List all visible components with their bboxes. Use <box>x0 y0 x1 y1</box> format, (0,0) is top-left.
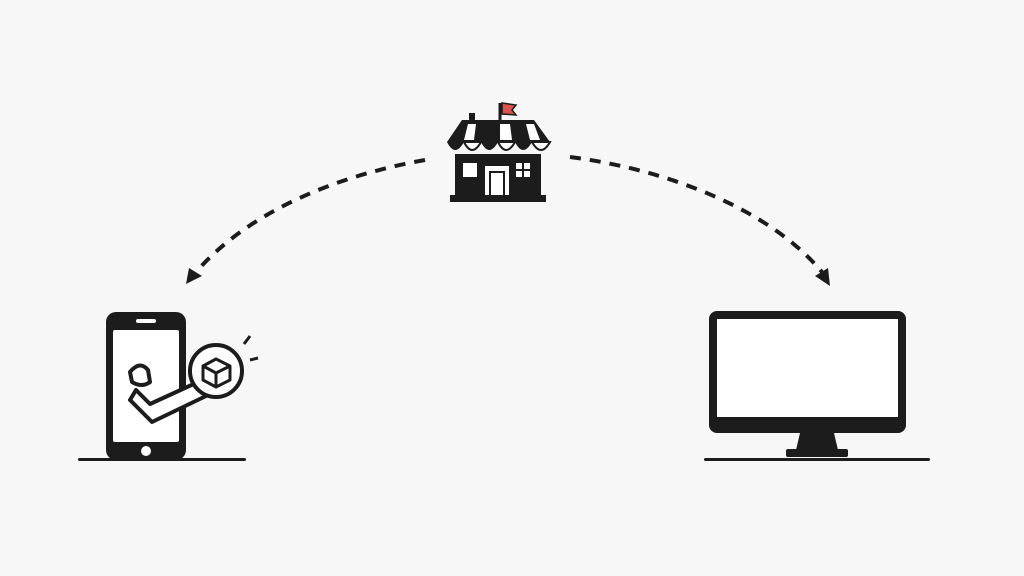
arrowhead-left-icon <box>186 268 202 284</box>
arrowhead-right-icon <box>815 268 830 286</box>
smartphone-icon <box>78 312 259 461</box>
desktop-monitor-icon <box>704 311 930 461</box>
edge-store-to-phone <box>186 158 426 284</box>
package-badge-icon <box>188 335 259 399</box>
flag-icon <box>501 102 518 116</box>
edge-store-to-desktop <box>569 155 830 286</box>
storefront-icon <box>447 102 552 202</box>
